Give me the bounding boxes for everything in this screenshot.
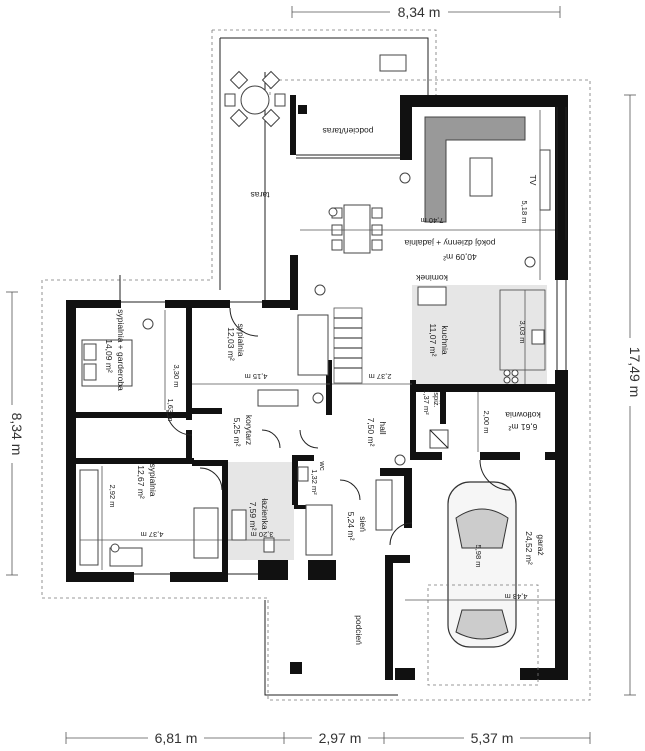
dim-bottom-right: 5,37 m xyxy=(471,730,514,746)
label-wc-area: 1,32 m² xyxy=(310,469,319,495)
dim-bottom-left: 6,81 m xyxy=(155,730,198,746)
terrace-table-set xyxy=(224,70,286,128)
label-sypialnia1: sypialnia xyxy=(236,323,246,356)
label-podcien: podcień xyxy=(354,615,364,645)
dim-415: 4,15 m xyxy=(245,372,268,381)
stairs xyxy=(333,307,363,384)
label-tv: TV xyxy=(528,175,538,186)
dim-330: 3,30 m xyxy=(172,365,181,388)
dim-292: 2,92 m xyxy=(108,485,117,508)
label-garaz-area: 24,52 m² xyxy=(524,531,534,565)
label-spiz-area: 1,37 m² xyxy=(422,389,431,415)
label-sypialnia1-area: 12,03 m² xyxy=(226,327,236,361)
label-kuchnia: kuchnia xyxy=(440,325,450,355)
label-spiz: spiż. xyxy=(432,392,441,407)
room-labels: podcień/taras taras TV pokój dzienny + j… xyxy=(104,126,546,645)
bathroom-toilet xyxy=(263,537,275,553)
label-hall-area: 7,50 m² xyxy=(366,418,376,447)
dim-443: 4,43 m xyxy=(505,592,528,601)
label-kotlownia: kotłownia xyxy=(505,410,541,420)
label-lazienka: łazienka xyxy=(260,498,270,529)
wc-toilet xyxy=(297,466,309,482)
terrace-bench xyxy=(379,54,407,72)
dimension-lines: 8,34 m 6,81 m 2,97 m 5,37 m 8,34 m 17,49… xyxy=(3,3,643,746)
label-sien-area: 5,24 m² xyxy=(346,512,356,541)
label-garaz: garaż xyxy=(536,534,546,555)
sypialnia2-desk xyxy=(109,547,143,567)
dim-237: 2,37 m xyxy=(369,372,392,381)
dim-200: 2,00 m xyxy=(482,411,491,434)
sien-cabinet xyxy=(375,479,393,531)
dim-303: 3,03 m xyxy=(518,321,527,344)
plant-icons xyxy=(110,172,536,553)
label-sien: sień xyxy=(358,516,368,532)
dim-598: 5,98 m xyxy=(474,545,483,568)
sypialnia1-bathtub xyxy=(297,314,329,376)
walls xyxy=(66,95,568,680)
dim-163: 1,63 m xyxy=(166,399,175,422)
label-taras: taras xyxy=(251,190,270,200)
label-sypialnia2: sypialnia xyxy=(148,463,158,496)
label-kominek: kominek xyxy=(415,273,447,283)
windows xyxy=(121,107,567,575)
dim-740: 7,40 m xyxy=(421,216,444,225)
dim-top: 8,34 m xyxy=(398,4,441,20)
label-podcien-taras: podcień/taras xyxy=(322,126,373,136)
door-swings xyxy=(166,307,511,546)
label-lazienka-area: 7,59 m² xyxy=(248,502,258,531)
label-pokoj-dzienny-area: 40,09 m² xyxy=(443,252,477,262)
dim-bottom-mid: 2,97 m xyxy=(319,730,362,746)
dim-437: 4,37 m xyxy=(141,530,164,539)
bed-master xyxy=(81,339,133,387)
kitchen-counters xyxy=(417,286,546,384)
label-sypialnia-garderoba-area: 14,09 m² xyxy=(104,339,114,373)
dim-320: 3,20 m xyxy=(251,530,274,539)
sofa xyxy=(424,116,526,223)
label-sypialnia2-area: 12,67 m² xyxy=(136,465,146,499)
sypialnia2-wardrobe xyxy=(79,469,99,566)
dim-518: 5,18 m xyxy=(520,201,529,224)
label-kotlownia-area: 6,61 m² xyxy=(508,422,537,432)
label-korytarz: korytarz xyxy=(244,415,254,445)
sypialnia2-chair xyxy=(193,507,219,559)
sypialnia1-desk xyxy=(257,389,299,407)
label-hall: hall xyxy=(378,421,388,434)
tv-cabinet xyxy=(539,149,551,211)
bathroom-tub xyxy=(305,504,333,556)
bathroom-sink xyxy=(231,509,247,541)
garage-door-outline xyxy=(427,584,539,686)
label-wc: wc xyxy=(318,460,327,470)
dining-table xyxy=(331,204,383,254)
dim-left: 8,34 m xyxy=(9,413,25,456)
label-korytarz-area: 5,25 m² xyxy=(232,418,242,447)
label-kuchnia-area: 11,07 m² xyxy=(428,324,438,357)
car xyxy=(447,481,517,648)
label-pokoj-dzienny: pokój dzienny + jadalnia xyxy=(404,238,495,248)
dim-right: 17,49 m xyxy=(627,347,643,398)
label-sypialnia-garderoba: sypialnia + garderoba xyxy=(116,309,126,391)
inner-dimensions: 7,40 m 5,18 m 3,03 m 3,30 m 4,15 m 2,37 … xyxy=(80,110,555,601)
